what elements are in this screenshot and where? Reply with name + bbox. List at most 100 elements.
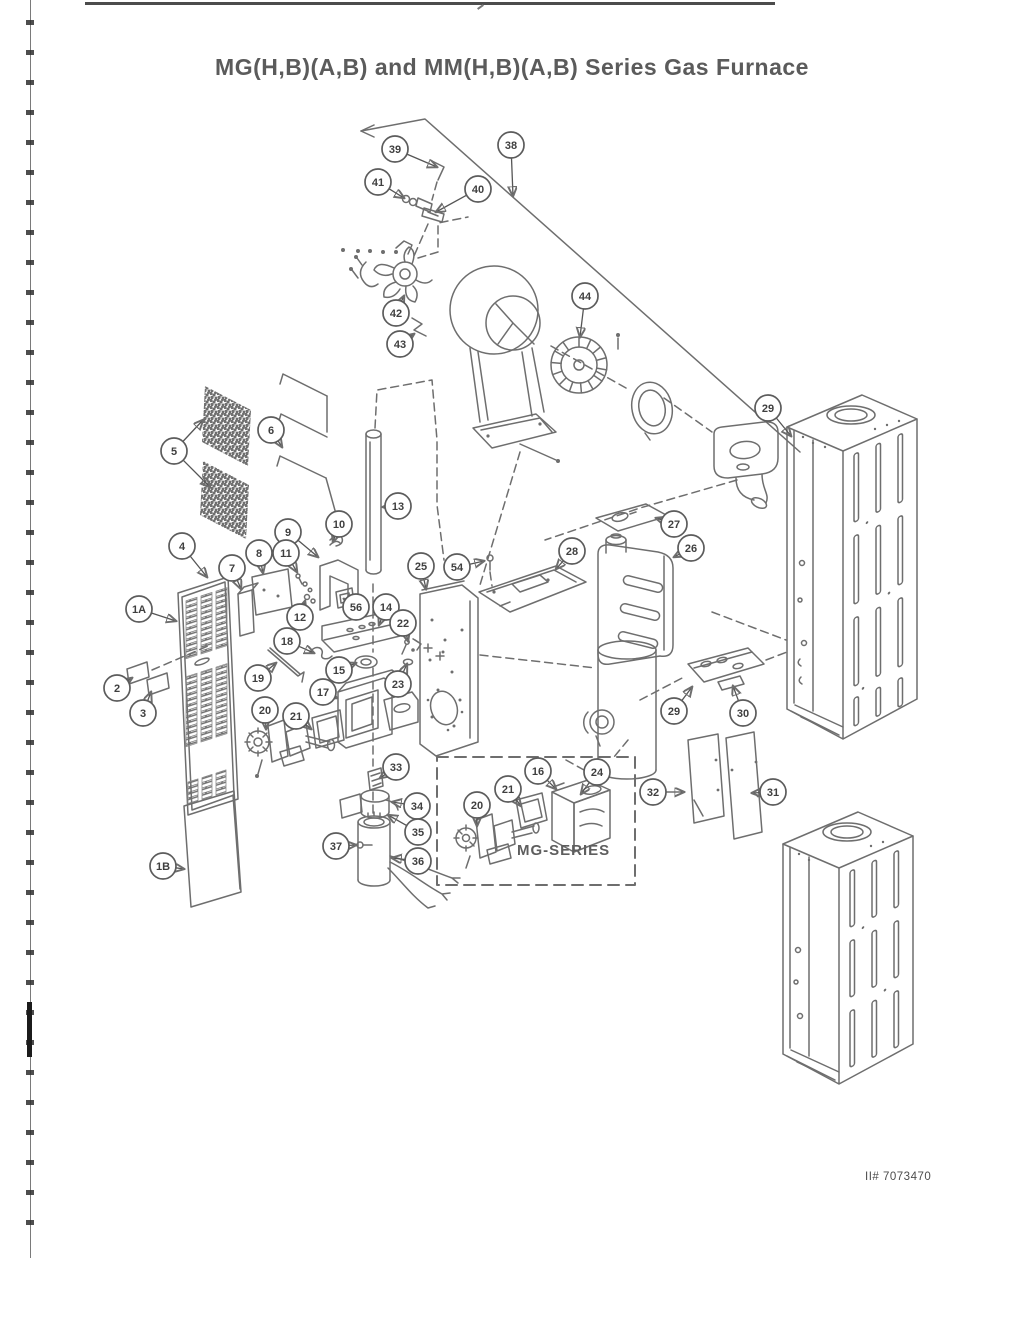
document-number: II# 7073470: [865, 1171, 932, 1183]
callout-39: 39: [381, 135, 437, 167]
svg-text:21: 21: [502, 784, 514, 796]
svg-text:54: 54: [451, 562, 464, 574]
callout-7: 7: [218, 554, 246, 589]
svg-text:9: 9: [285, 527, 291, 539]
svg-text:4: 4: [179, 541, 186, 553]
callout-33: 33: [380, 753, 410, 781]
mg-series-label: MG-SERIES: [517, 842, 611, 859]
callout-21: 21: [494, 775, 521, 806]
callout-32: 32: [639, 778, 684, 806]
svg-text:11: 11: [280, 548, 292, 560]
gas-valve-assembly: [244, 719, 336, 778]
callout-15: 15: [325, 656, 356, 684]
blower-housing: [449, 265, 560, 463]
blower-wheel: [550, 333, 620, 394]
callout-38: 38: [497, 131, 525, 196]
callout-26: 26: [674, 534, 705, 562]
callout-2: 2: [103, 674, 132, 702]
callout-13: 13: [383, 492, 412, 520]
flue-bracket: [639, 647, 788, 701]
svg-text:31: 31: [767, 787, 779, 799]
callout-14: 14: [372, 593, 400, 625]
callout-11: 11: [272, 539, 300, 572]
svg-text:29: 29: [762, 403, 774, 415]
mounting-ring: [630, 381, 674, 441]
svg-text:28: 28: [566, 546, 578, 558]
callout-5: 5: [160, 420, 210, 487]
svg-text:19: 19: [252, 673, 264, 685]
svg-text:39: 39: [389, 144, 401, 156]
callout-22: 22: [389, 609, 417, 641]
svg-text:3: 3: [140, 708, 146, 720]
svg-text:13: 13: [392, 501, 404, 513]
callout-25: 25: [407, 552, 435, 589]
svg-text:6: 6: [268, 425, 274, 437]
blower-deck-plate: [478, 554, 587, 613]
callout-30: 30: [729, 686, 757, 727]
svg-text:7: 7: [229, 563, 235, 575]
svg-text:35: 35: [412, 827, 424, 839]
side-panels: [687, 731, 763, 840]
callout-34: 34: [392, 792, 431, 820]
front-door: [177, 576, 239, 816]
svg-text:56: 56: [350, 602, 362, 614]
callout-27: 27: [656, 510, 688, 538]
callout-35: 35: [388, 815, 432, 846]
callout-42: 42: [382, 296, 410, 327]
callout-3: 3: [129, 692, 157, 727]
assembly-dashes: [374, 345, 787, 669]
callout-40: 40: [436, 175, 492, 212]
callout-12: 12: [286, 601, 314, 631]
mg-series-box: [436, 739, 636, 886]
svg-text:22: 22: [397, 618, 409, 630]
svg-text:33: 33: [390, 762, 402, 774]
callout-56: 56: [342, 593, 370, 621]
svg-text:25: 25: [415, 561, 427, 573]
flue-pipe: [365, 429, 382, 575]
svg-text:5: 5: [171, 446, 177, 458]
svg-text:21: 21: [290, 711, 302, 723]
svg-text:16: 16: [532, 766, 544, 778]
callout-29: 29: [660, 687, 692, 725]
svg-text:10: 10: [333, 519, 345, 531]
svg-text:37: 37: [330, 841, 342, 853]
callout-6: 6: [257, 416, 285, 447]
motor-fan-assembly: [341, 216, 469, 337]
svg-text:15: 15: [333, 665, 345, 677]
callout-41: 41: [364, 168, 404, 198]
heat-exchanger: [582, 503, 674, 780]
callout-54: 54: [443, 553, 484, 581]
lower-door: [183, 790, 242, 908]
svg-text:20: 20: [259, 705, 271, 717]
svg-text:43: 43: [394, 339, 406, 351]
scan-blob: [27, 1002, 32, 1057]
svg-text:14: 14: [380, 602, 393, 614]
filters: [200, 386, 251, 539]
callout-1A: 1A: [125, 595, 176, 622]
svg-text:1A: 1A: [132, 604, 146, 616]
callout-4: 4: [168, 532, 207, 577]
svg-text:24: 24: [591, 767, 604, 779]
vestibule-panel: [419, 580, 479, 757]
svg-text:20: 20: [471, 800, 483, 812]
svg-text:34: 34: [411, 801, 424, 813]
callout-37: 37: [322, 832, 356, 860]
svg-text:26: 26: [685, 543, 697, 555]
svg-text:30: 30: [737, 708, 749, 720]
callout-21: 21: [282, 702, 311, 729]
binder-hole-marks: [26, 20, 34, 1240]
page-title: MG(H,B)(A,B) and MM(H,B)(A,B) Series Gas…: [215, 54, 809, 80]
svg-text:29: 29: [668, 706, 680, 718]
svg-text:12: 12: [294, 612, 306, 624]
svg-text:17: 17: [317, 687, 329, 699]
callout-28: 28: [556, 537, 586, 569]
callout-1B: 1B: [149, 852, 184, 880]
lower-cabinet: [782, 811, 914, 1085]
svg-text:2: 2: [114, 683, 120, 695]
callout-18: 18: [273, 627, 314, 655]
svg-text:40: 40: [472, 184, 484, 196]
svg-text:41: 41: [372, 177, 384, 189]
svg-text:23: 23: [392, 679, 404, 691]
callout-10: 10: [325, 510, 353, 542]
callout-17: 17: [309, 678, 337, 706]
